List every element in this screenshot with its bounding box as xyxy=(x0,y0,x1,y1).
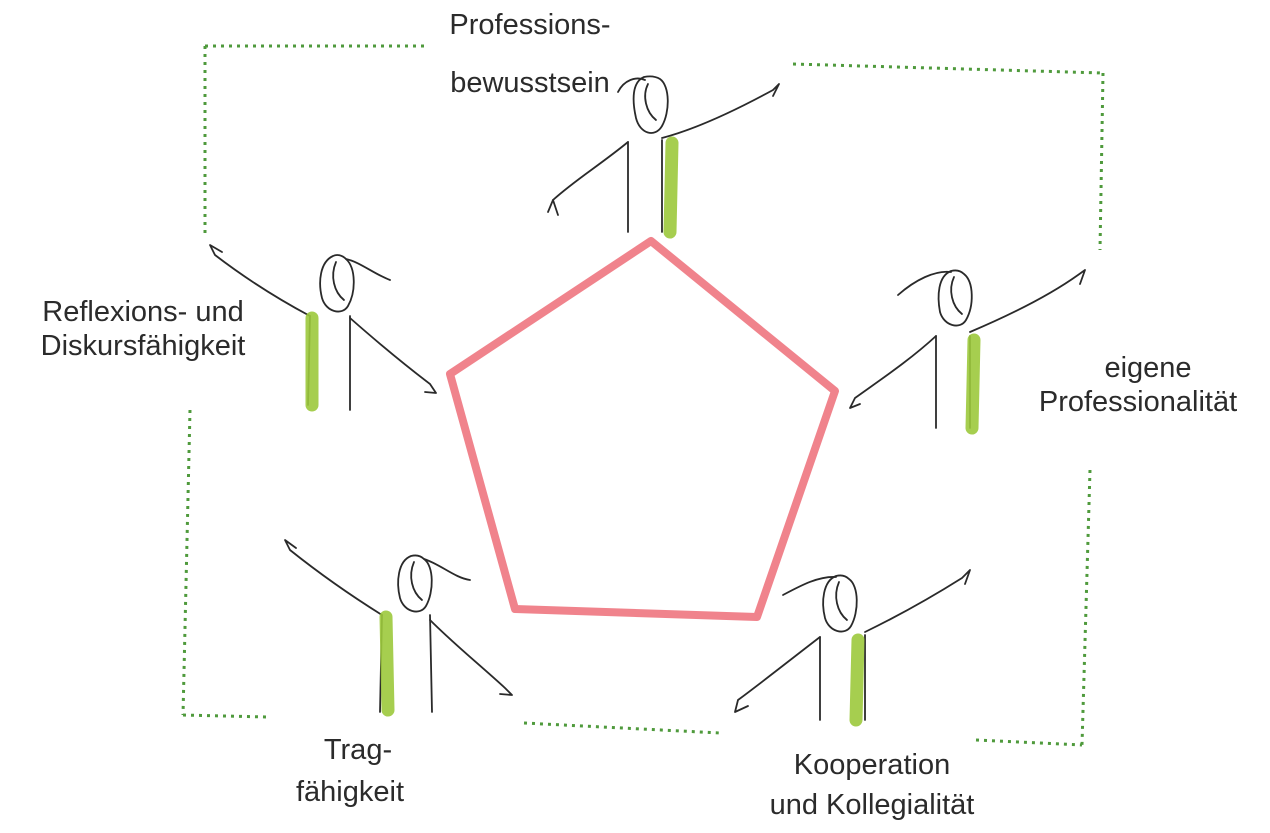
label-reflexion: Reflexions- und Diskursfähigkeit xyxy=(8,295,278,363)
label-kooperation: Kooperation und Kollegialität xyxy=(732,748,1012,822)
label-line: fähigkeit xyxy=(295,776,404,808)
dotted-frame xyxy=(181,44,1105,747)
label-line: bewusstsein xyxy=(450,67,610,99)
label-tragfaehigkeit: Trag- fähigkeit xyxy=(260,733,440,809)
label-professionsbewusstsein: Professions- bewusstsein xyxy=(420,8,640,100)
label-line: Reflexions- und xyxy=(42,296,244,328)
person-top xyxy=(547,75,780,239)
label-professionalitaet: eigene Professionalität xyxy=(1008,351,1268,419)
person-right xyxy=(849,269,1086,435)
label-line: Trag- xyxy=(323,734,393,766)
person-left xyxy=(209,244,437,412)
label-line: Professions- xyxy=(449,9,611,41)
person-bottom-left xyxy=(284,539,513,717)
label-line: Kooperation xyxy=(793,749,951,781)
person-bottom-right xyxy=(734,569,971,727)
pentagon xyxy=(446,237,839,621)
label-line: Diskursfähigkeit xyxy=(40,330,246,362)
label-line: Professionalität xyxy=(1038,386,1238,418)
label-line: und Kollegialität xyxy=(769,789,975,821)
label-line: eigene xyxy=(1104,352,1192,384)
